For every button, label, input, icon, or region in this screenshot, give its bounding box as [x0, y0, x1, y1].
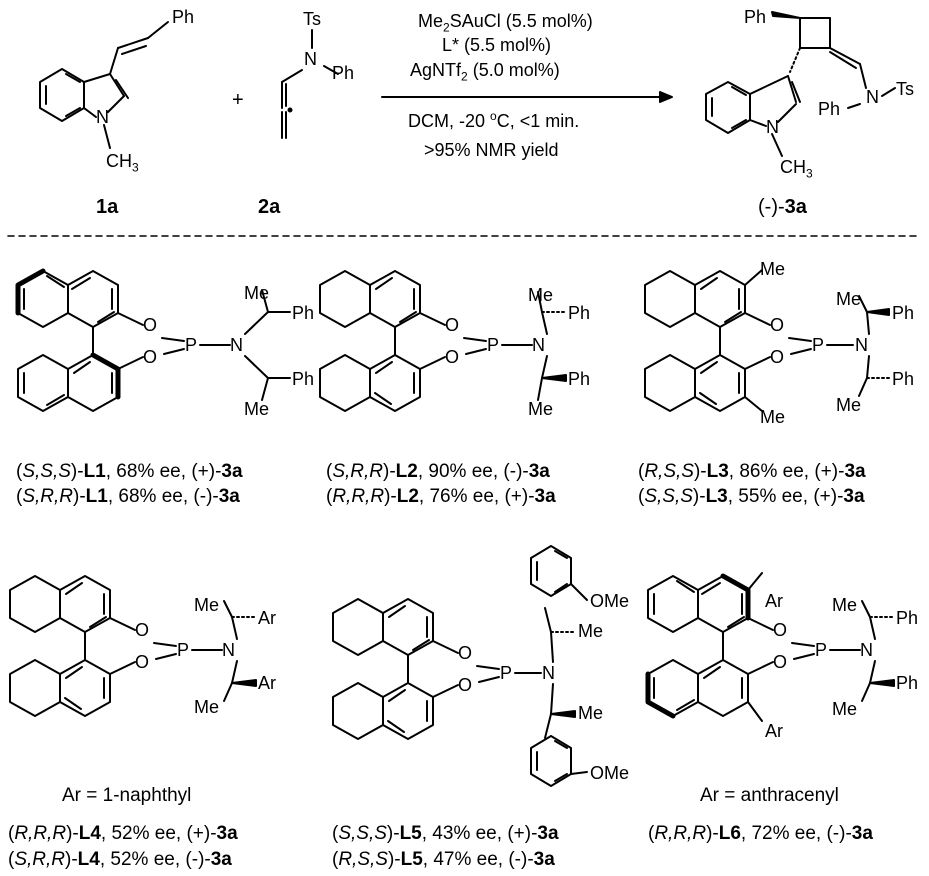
atom-p: P — [177, 640, 190, 660]
atom-ph: Ph — [896, 673, 919, 693]
atom-ph: Ph — [892, 303, 915, 323]
ligand-L4-ar-note: Ar = 1-naphthyl — [62, 785, 192, 806]
atom-n: N — [766, 117, 779, 137]
atom-o: O — [143, 315, 158, 335]
atom-ar: Ar — [258, 673, 276, 693]
ligand-L1-result: (S,S,S)-L1, 68% ee, (+)-3a — [16, 461, 243, 482]
atom-ar: Ar — [765, 721, 783, 741]
ligand-L3-result: (S,S,S)-L3, 55% ee, (+)-3a — [638, 486, 865, 507]
atom-me: Me — [832, 699, 858, 719]
condition-ligand: L* (5.5 mol%) — [442, 35, 552, 55]
atom-o: O — [773, 652, 788, 672]
atom-ch3: CH3 — [106, 151, 139, 175]
atom-o: O — [135, 652, 150, 672]
atom-ph: Ph — [292, 303, 315, 323]
atom-n: N — [230, 335, 243, 355]
compound-label-2a: 2a — [258, 196, 281, 218]
ligand-L5-result: (R,S,S)-L5, 47% ee, (-)-3a — [332, 849, 555, 870]
atom-n: N — [542, 663, 555, 683]
compound-label-1a: 1a — [96, 196, 119, 218]
ligand-L4-bonds — [9, 575, 257, 717]
atom-p: P — [487, 335, 500, 355]
ligand-L3-result: (R,S,S)-L3, 86% ee, (+)-3a — [638, 461, 866, 482]
atom-ts: Ts — [896, 79, 914, 99]
atom-ph: Ph — [896, 608, 919, 628]
atom-n: N — [96, 107, 109, 127]
atom-o: O — [770, 315, 785, 335]
atom-o: O — [458, 675, 473, 695]
atom-me: Me — [244, 283, 270, 303]
atom-me: Me — [836, 289, 862, 309]
atom-me: Me — [194, 595, 220, 615]
atom-p: P — [815, 640, 828, 660]
reactant-2a-bonds — [281, 29, 339, 139]
atom-ar: Ar — [258, 608, 276, 628]
atom-o: O — [445, 347, 460, 367]
ligand-L2-result: (R,R,R)-L2, 76% ee, (+)-3a — [326, 486, 556, 507]
atom-p: P — [500, 663, 513, 683]
atom-n: N — [222, 640, 235, 660]
atom-ph: Ph — [332, 63, 355, 83]
atom-n: N — [304, 49, 317, 69]
compound-label-3a: (-)-3a — [758, 196, 807, 218]
ligand-L5-result: (S,S,S)-L5, 43% ee, (+)-3a — [332, 823, 559, 844]
ligand-L2-bonds — [319, 270, 567, 412]
atom-n: N — [855, 335, 868, 355]
atom-ch3: CH3 — [780, 157, 813, 181]
atom-ome: OMe — [590, 591, 630, 611]
atom-o: O — [458, 643, 473, 663]
atom-p: P — [812, 335, 825, 355]
atom-p: P — [185, 335, 198, 355]
atom-ph: Ph — [568, 369, 591, 389]
atom-n: N — [860, 640, 873, 660]
plus-sign: + — [232, 89, 244, 111]
atom-me: Me — [244, 399, 270, 419]
atom-ph: Ph — [818, 99, 841, 119]
ligand-L2-result: (S,R,R)-L2, 90% ee, (-)-3a — [326, 461, 550, 482]
ligand-L6-result: (R,R,R)-L6, 72% ee, (-)-3a — [648, 823, 873, 844]
condition-catalyst: Me2SAuCl (5.5 mol%) — [418, 11, 593, 35]
product-3a-bonds — [705, 11, 896, 157]
atom-me: Me — [832, 595, 858, 615]
condition-yield: >95% NMR yield — [424, 140, 559, 160]
ligand-L4-result: (R,R,R)-L4, 52% ee, (+)-3a — [8, 823, 238, 844]
atom-me: Me — [836, 395, 862, 415]
ligand-L5-bonds — [332, 545, 588, 787]
atom-me: Me — [528, 399, 554, 419]
atom-n: N — [532, 335, 545, 355]
atom-me: Me — [194, 697, 220, 717]
ligand-L6-ar-note: Ar = anthracenyl — [700, 785, 839, 806]
atom-o: O — [445, 315, 460, 335]
atom-me: Me — [578, 703, 604, 723]
atom-ph: Ph — [744, 7, 767, 27]
atom-ts: Ts — [303, 9, 321, 29]
ligand-L1-result: (S,R,R)-L1, 68% ee, (-)-3a — [16, 486, 240, 507]
atom-o: O — [135, 620, 150, 640]
reactant-1a-bonds — [39, 21, 169, 149]
atom-me: Me — [578, 621, 604, 641]
atom-o: O — [770, 347, 785, 367]
ligand-L1-bonds — [15, 268, 291, 412]
atom-o: O — [143, 347, 158, 367]
atom-ph: Ph — [892, 369, 915, 389]
atom-ph: Ph — [568, 303, 591, 323]
condition-solvent-temp: DCM, -20 oC, <1 min. — [408, 109, 580, 131]
reaction-arrow-line — [381, 91, 673, 103]
atom-me: Me — [760, 407, 786, 427]
atom-ph: Ph — [292, 369, 315, 389]
atom-ar: Ar — [765, 591, 783, 611]
ligand-L3-bonds — [644, 269, 892, 412]
atom-me: Me — [528, 285, 554, 305]
atom-ph: Ph — [172, 7, 195, 27]
atom-o: O — [773, 620, 788, 640]
ligand-L6-bonds — [645, 572, 895, 722]
condition-silver-salt: AgNTf2 (5.0 mol%) — [410, 60, 560, 84]
atom-n: N — [866, 87, 879, 107]
ligand-L4-result: (S,R,R)-L4, 52% ee, (-)-3a — [8, 849, 232, 870]
atom-ome: OMe — [590, 763, 630, 783]
atom-me: Me — [760, 259, 786, 279]
